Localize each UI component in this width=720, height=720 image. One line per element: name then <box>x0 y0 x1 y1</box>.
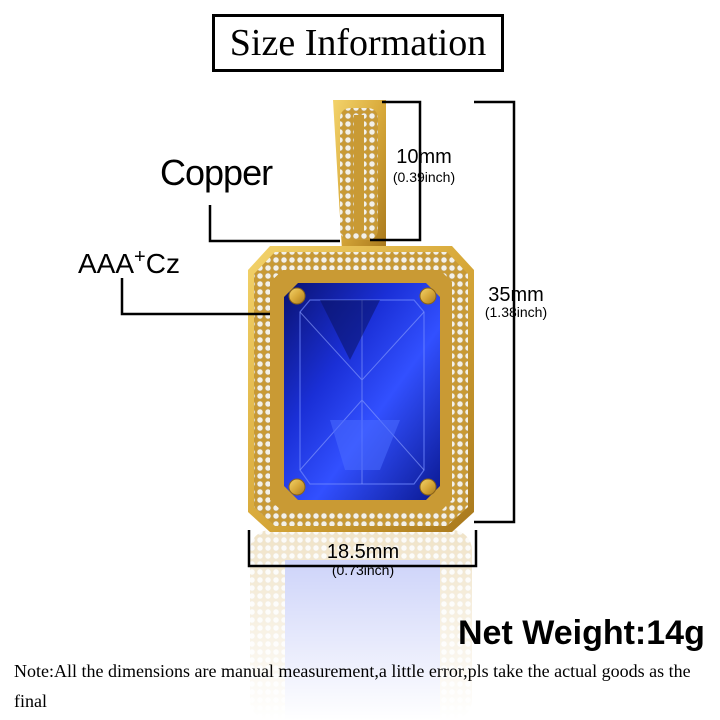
cz-label-plus: + <box>134 246 146 268</box>
cz-label-main: AAA <box>78 248 135 279</box>
net-weight: Net Weight:14g <box>458 614 705 652</box>
page-title: Size Information <box>212 14 504 72</box>
width-dimension-inch: (0.73inch) <box>331 562 395 578</box>
copper-label: Copper <box>160 152 273 193</box>
page-title-text: Size Information <box>229 22 487 64</box>
height-dimension-mm: 35mm <box>488 284 544 306</box>
reflection-fade <box>240 525 490 720</box>
prongs <box>288 287 437 496</box>
cz-label: AAA+Cz <box>78 246 180 280</box>
bail-dimension-mm: 10mm <box>396 146 452 168</box>
cz-label-suffix: Cz <box>145 248 180 279</box>
height-dimension-inch: (1.38inch) <box>484 304 548 320</box>
bail-dimension-inch: (0.39inch) <box>392 169 456 185</box>
bail <box>333 100 386 250</box>
width-dimension-mm: 18.5mm <box>326 541 400 563</box>
disclaimer-note: Note:All the dimensions are manual measu… <box>14 661 691 711</box>
blue-stone <box>284 283 440 500</box>
dimension-lines <box>120 100 516 568</box>
